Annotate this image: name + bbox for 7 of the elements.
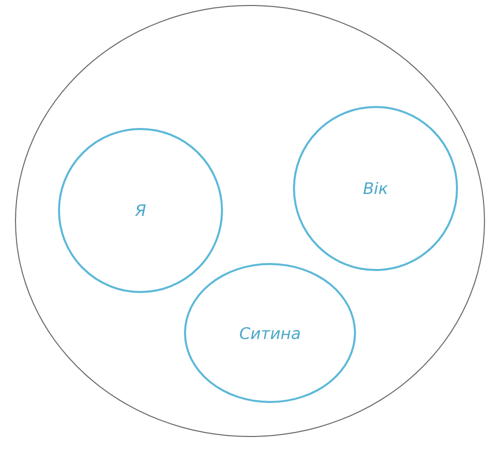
- circle-node: [184, 263, 356, 403]
- circle-node: [58, 128, 223, 293]
- node-label: Ситина: [239, 324, 301, 342]
- outer-circle: [15, 5, 485, 437]
- node-label: Я: [134, 201, 146, 220]
- node-label: Вік: [362, 179, 388, 198]
- circle-node: [293, 106, 458, 271]
